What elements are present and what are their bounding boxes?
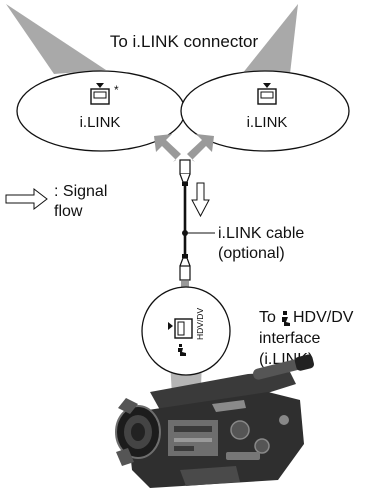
lower-cable-plug: [179, 254, 191, 281]
right-port-label: i.LINK: [247, 114, 288, 131]
left-port-footnote-mark: *: [114, 83, 119, 97]
ilink-logo-icon: [282, 311, 290, 326]
ilink-cable: [182, 186, 215, 254]
camera-port-label-interface: interface: [259, 330, 320, 347]
right-ilink-port: i.LINK: [180, 70, 350, 152]
signal-flow-arrow-icon: [191, 182, 210, 218]
left-port-label: i.LINK: [80, 114, 121, 131]
camcorder-illustration: [115, 354, 315, 488]
ilink-logo-icon: [178, 344, 186, 356]
right-pointer-wedge: [242, 4, 298, 74]
ilink-connector-icon: [257, 83, 277, 105]
connection-arrows: [154, 134, 214, 162]
legend-line-1: : Signal: [54, 183, 107, 200]
camera-port-label-to: To: [259, 309, 276, 326]
ilink-connector-icon: [90, 83, 110, 105]
legend-line-2: flow: [54, 203, 83, 220]
signal-flow-arrow-icon: [5, 187, 48, 211]
diagram-title: To i.LINK connector: [110, 32, 259, 51]
left-ilink-port: * i.LINK: [16, 70, 186, 152]
left-pointer-wedge: [6, 4, 106, 74]
cable-label-line-2: (optional): [218, 245, 285, 262]
camera-hdvdv-jack: HDV/DV: [141, 286, 231, 376]
cable-label-line-1: i.LINK cable: [218, 225, 304, 242]
camera-port-label-hdvdv: HDV/DV: [293, 309, 354, 326]
camera-jack-label: HDV/DV: [195, 308, 205, 340]
upper-cable-plug: [179, 159, 191, 186]
